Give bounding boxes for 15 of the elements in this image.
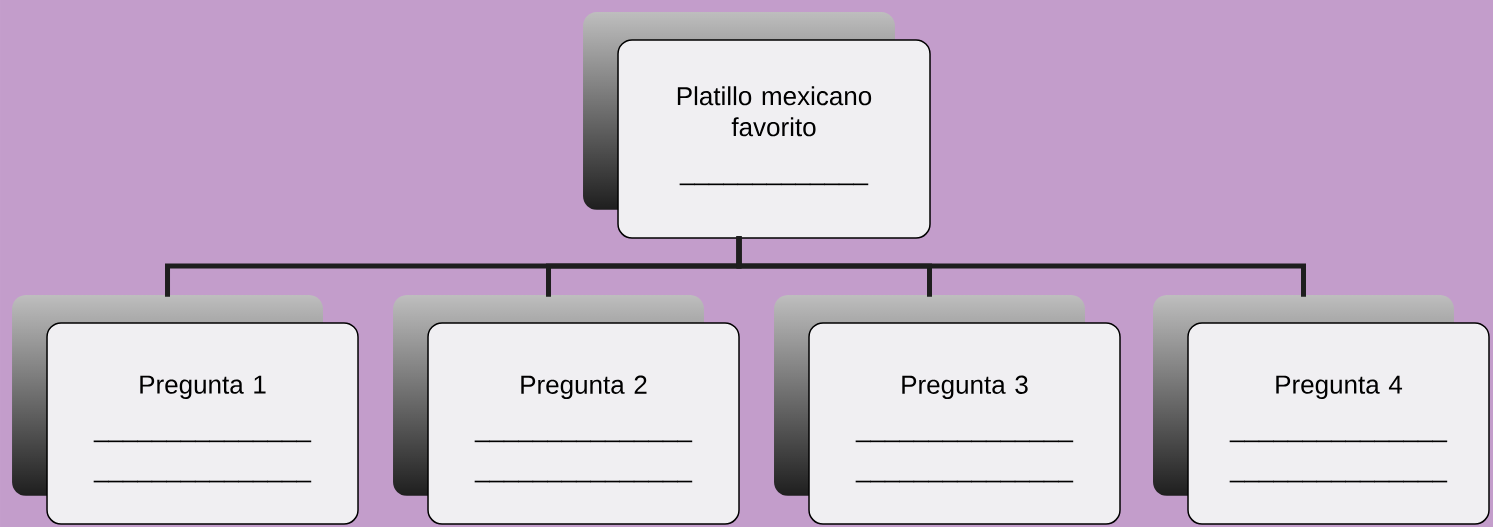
- fill-in-line: _______________: [855, 480, 1074, 483]
- card-title: Pregunta 4: [1276, 375, 1403, 399]
- fill-in-line: _______________: [474, 440, 693, 443]
- fill-in-line: _______________: [93, 440, 312, 443]
- fill-in-line: _______________: [474, 480, 693, 483]
- fill-in-line: _______________: [855, 440, 1074, 443]
- card-title: Platillo mexicano favorito: [677, 86, 872, 137]
- fill-in-line: _______________: [1229, 440, 1448, 443]
- card-title: Pregunta 2: [521, 375, 647, 400]
- fill-in-line: _____________: [679, 183, 869, 186]
- fill-in-line: _______________: [93, 480, 312, 483]
- card-title: Pregunta 3: [902, 375, 1028, 400]
- fill-in-line: _______________: [1229, 480, 1448, 483]
- card-title: Pregunta 1: [140, 375, 266, 399]
- connector-line: [736, 236, 1306, 297]
